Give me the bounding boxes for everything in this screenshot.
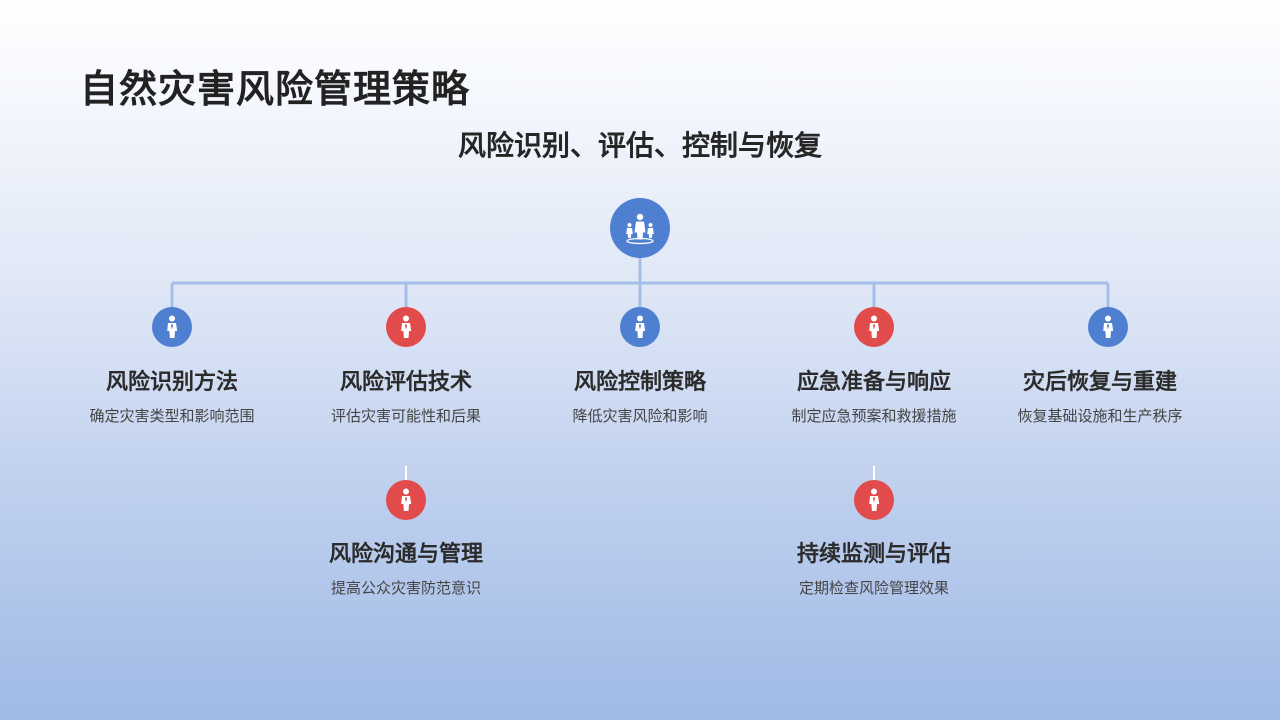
person-icon [167, 315, 178, 338]
node-desc-4: 制定应急预案和救援措施 [791, 407, 957, 425]
node-circle-6 [386, 480, 426, 520]
node-title-7: 持续监测与评估 [796, 542, 951, 567]
node-desc-2: 评估灾害可能性和后果 [330, 407, 481, 425]
node-desc-5: 恢复基础设施和生产秩序 [1017, 407, 1183, 425]
person-icon [401, 315, 412, 338]
root-node-circle [610, 198, 670, 258]
person-icon [1103, 315, 1114, 338]
node-circle-3 [620, 307, 660, 347]
node-title-6: 风险沟通与管理 [328, 542, 483, 567]
node-title-5: 灾后恢复与重建 [1022, 370, 1177, 395]
node-title-3: 风险控制策略 [573, 370, 706, 395]
node-circle-1 [152, 307, 192, 347]
diagram-subtitle: 风险识别、评估、控制与恢复 [457, 129, 822, 162]
page-title: 自然灾害风险管理策略 [80, 67, 471, 111]
person-icon [401, 488, 412, 511]
node-desc-3: 降低灾害风险和影响 [572, 407, 708, 425]
node-circle-7 [854, 480, 894, 520]
node-desc-7: 定期检查风险管理效果 [798, 579, 949, 597]
node-title-4: 应急准备与响应 [796, 370, 951, 395]
node-circle-2 [386, 307, 426, 347]
people-group-icon [626, 213, 654, 245]
node-title-2: 风险评估技术 [339, 370, 472, 395]
node-circle-4 [854, 307, 894, 347]
person-icon [869, 315, 880, 338]
person-icon [869, 488, 880, 511]
node-desc-1: 确定灾害类型和影响范围 [89, 407, 255, 425]
node-title-1: 风险识别方法 [105, 370, 238, 395]
node-circle-5 [1088, 307, 1128, 347]
node-desc-6: 提高公众灾害防范意识 [330, 579, 481, 597]
person-icon [635, 315, 646, 338]
